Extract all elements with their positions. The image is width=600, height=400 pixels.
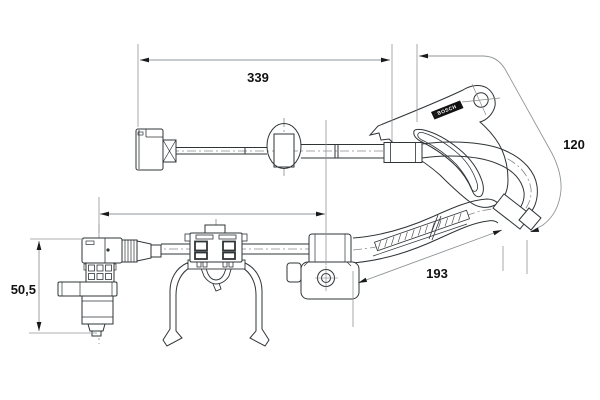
arrow-120-bottom-icon — [530, 227, 540, 232]
arrow-339-left-icon — [140, 57, 149, 63]
clip-side-tab-right — [241, 233, 248, 242]
dim-label-50-5: 50,5 — [11, 282, 36, 297]
cable-thin-section — [176, 147, 267, 155]
cable-clamp — [383, 142, 423, 163]
extension-lines — [29, 44, 528, 334]
dim-line-120 — [419, 55, 562, 232]
clip-top-tab — [204, 224, 226, 234]
grommet-dome — [266, 123, 302, 169]
clip-right-leg — [240, 262, 270, 347]
sleeve-inner-line — [372, 223, 468, 257]
sensor-housing-slot — [85, 240, 95, 245]
plate-corner-marks — [303, 261, 352, 267]
stack-nub-right — [113, 263, 117, 271]
sensor-connector-housing — [81, 237, 123, 264]
cylinder-steps — [82, 300, 113, 318]
connector-boot-cross — [162, 139, 177, 163]
clip-window — [194, 251, 208, 260]
sensor-boot-taper — [136, 240, 152, 262]
bracket-slot-inner — [417, 131, 478, 192]
bosch-brand-band — [431, 100, 464, 120]
arrow-50-5-top-icon — [36, 241, 42, 250]
clip-top-slot-left — [195, 234, 214, 240]
dim-line-193 — [357, 229, 503, 284]
clip-window — [222, 240, 236, 252]
clip-window — [194, 240, 208, 252]
dim-label-193: 193 — [426, 266, 448, 281]
dimension-lines — [38, 55, 562, 331]
sensor-head — [57, 237, 162, 337]
connector-details — [138, 129, 163, 169]
clip-left-leg — [162, 262, 192, 347]
boot-ribs — [124, 240, 135, 262]
tube-joint-tick — [334, 144, 339, 158]
hatch-lines — [377, 212, 462, 250]
cable-loop-outer-edge — [421, 141, 538, 223]
connector-slot — [137, 131, 144, 136]
dimension-arrows — [36, 53, 540, 331]
sensor-terminal-dot-icon — [106, 248, 110, 252]
sleeve-bottom-edge — [352, 220, 499, 264]
cable-holder-bracket — [286, 233, 360, 300]
clip-window — [222, 251, 236, 260]
dimension-annotations: 339 120 193 50,5 — [11, 44, 585, 334]
sensor-boot-ribbed — [121, 239, 138, 263]
arrow-339-right-icon — [381, 57, 390, 63]
bracket-slot-outer — [413, 128, 484, 198]
corrugated-sleeve — [352, 198, 500, 264]
bracket-rivet-dot-icon — [433, 112, 439, 117]
cable-tube-section — [301, 144, 385, 159]
cable-loop-inner-edge — [421, 155, 525, 217]
clamp-body — [383, 142, 423, 163]
arrow-193-left-icon — [358, 277, 368, 283]
arrow-50-5-bottom-icon — [36, 322, 42, 331]
top-cable-run — [176, 141, 538, 223]
arrow-ref-right-icon — [316, 211, 325, 217]
sensor-tip — [87, 323, 106, 332]
clip-center-tongue — [198, 262, 234, 292]
sleeve-top-edge — [352, 198, 500, 239]
ferrule-end-ring — [518, 207, 542, 231]
cable-grommet — [266, 123, 302, 169]
bracket-hole-crosshair — [461, 83, 501, 116]
spring-clip-assembly — [162, 224, 270, 347]
grommet-body — [273, 133, 295, 168]
sensor-tip-nub — [91, 330, 102, 337]
connector-plug — [135, 128, 177, 171]
arrow-193-right-icon — [492, 230, 502, 236]
sleeve-joint-tick — [428, 214, 442, 241]
clip-side-tab-left — [184, 233, 191, 242]
sensor-flange — [57, 281, 118, 297]
dim-label-120: 120 — [563, 137, 585, 152]
stack-teeth — [88, 264, 112, 280]
ferrule — [492, 193, 542, 231]
arrow-ref-left-icon — [100, 211, 109, 217]
stack-nub-left — [83, 263, 87, 271]
holder-block-ribs — [314, 234, 346, 265]
hatched-band — [373, 209, 471, 252]
arrow-120-top-icon — [419, 53, 428, 59]
sensor-boot-neck — [150, 244, 162, 258]
sensor-cylinder — [81, 295, 114, 325]
mounting-bracket: BOSCH — [368, 83, 509, 208]
dim-label-339: 339 — [247, 70, 269, 85]
boss-crosshair — [315, 266, 338, 291]
holder-left-tab — [286, 262, 302, 283]
flange-edge-lines — [61, 282, 113, 296]
clamp-end-walls — [390, 142, 416, 163]
clip-top-slot-right — [218, 234, 237, 240]
